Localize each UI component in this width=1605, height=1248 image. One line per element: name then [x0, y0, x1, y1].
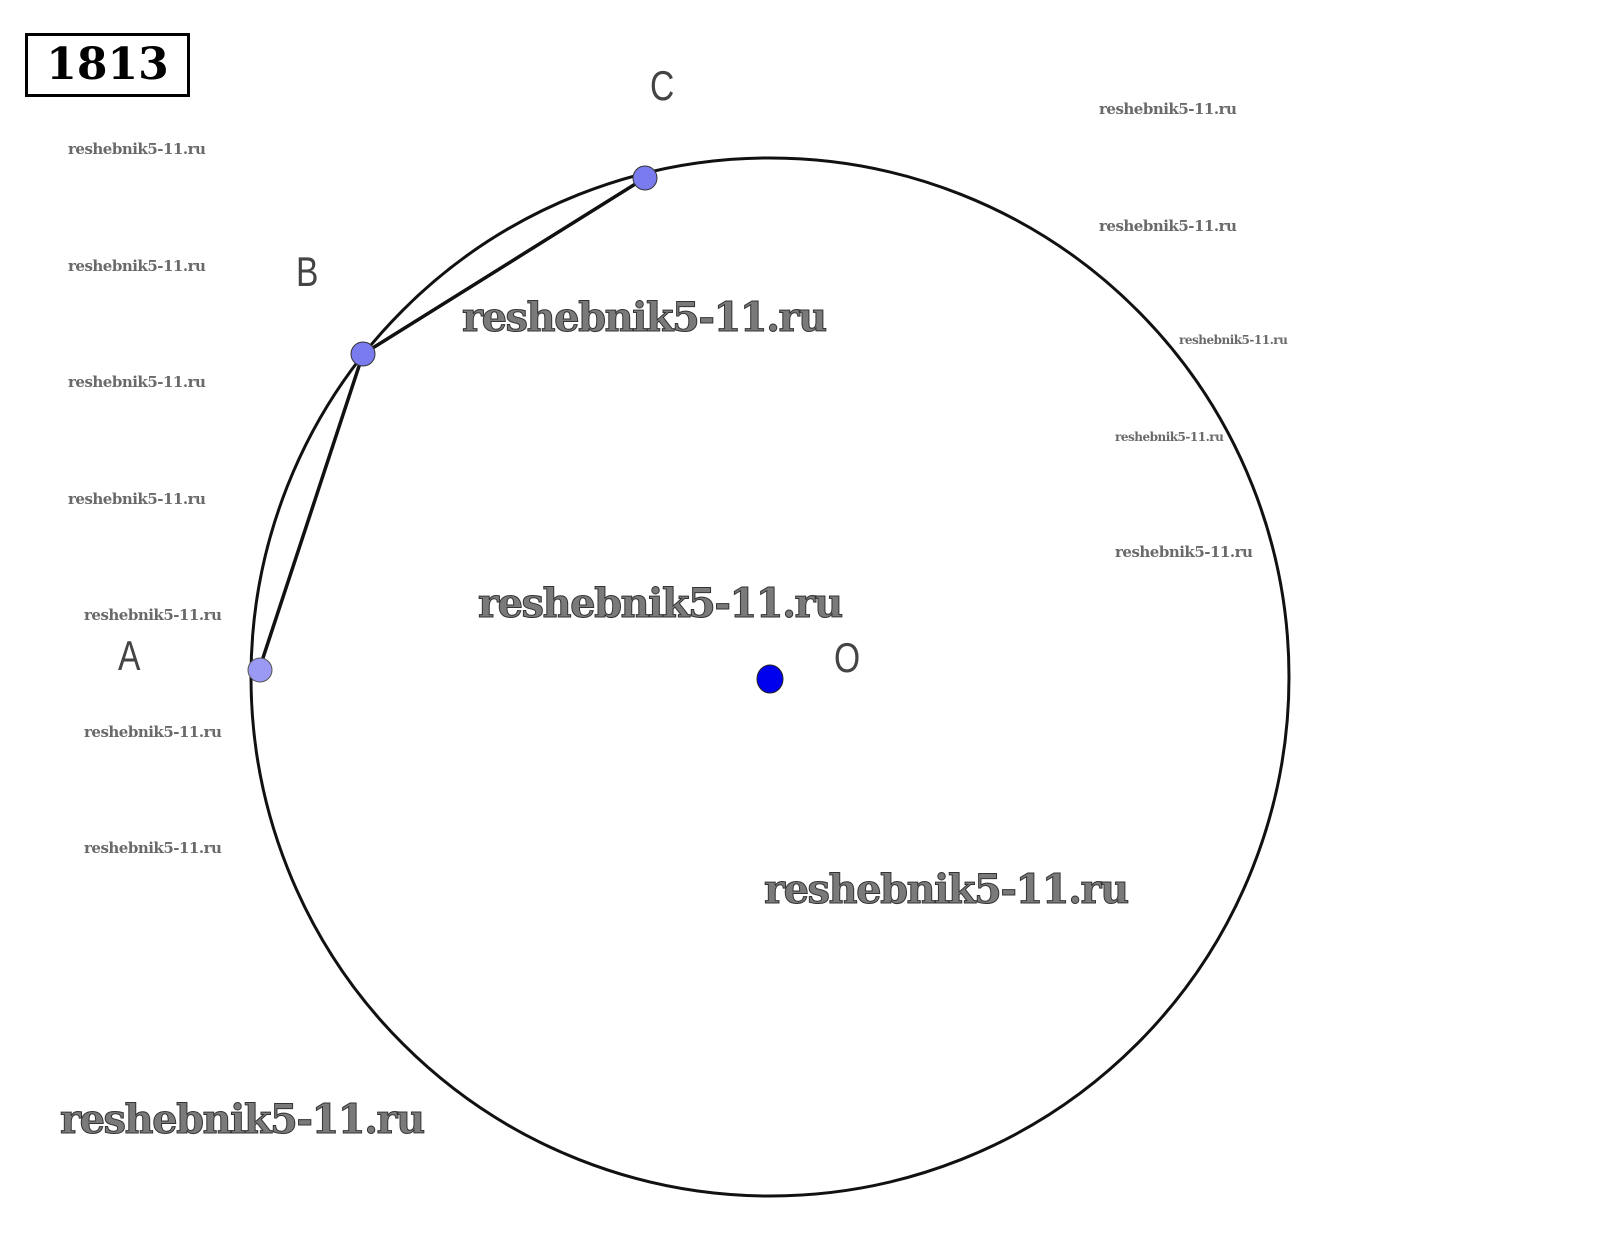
watermark: reshebnik5-11.ru — [84, 839, 222, 857]
watermark: reshebnik5-11.ru — [68, 140, 206, 158]
watermark: reshebnik5-11.ru — [1179, 333, 1288, 347]
watermark: reshebnik5-11.ru — [1099, 217, 1237, 235]
watermark: reshebnik5-11.ru — [1099, 100, 1237, 118]
label-A: A — [118, 632, 141, 679]
watermark-large: reshebnik5-11.ru — [60, 1096, 426, 1144]
watermark: reshebnik5-11.ru — [84, 606, 222, 624]
watermark: reshebnik5-11.ru — [68, 257, 206, 275]
watermark: reshebnik5-11.ru — [68, 490, 206, 508]
label-C: C — [650, 62, 675, 109]
point-A — [247, 657, 273, 683]
watermark-large: reshebnik5-11.ru — [764, 866, 1130, 914]
watermark: reshebnik5-11.ru — [1115, 543, 1253, 561]
problem-number: 1813 — [25, 33, 190, 97]
watermark: reshebnik5-11.ru — [84, 723, 222, 741]
point-B — [350, 341, 376, 367]
chord-BC — [362, 176, 646, 356]
watermark-large: reshebnik5-11.ru — [462, 294, 828, 342]
watermark-large: reshebnik5-11.ru — [478, 580, 844, 628]
label-O: O — [834, 634, 861, 681]
watermark: reshebnik5-11.ru — [68, 373, 206, 391]
center-point-O — [756, 664, 784, 694]
point-C — [632, 165, 658, 191]
label-B: B — [296, 248, 319, 295]
chord-AB — [257, 353, 365, 671]
watermark: reshebnik5-11.ru — [1115, 430, 1224, 444]
